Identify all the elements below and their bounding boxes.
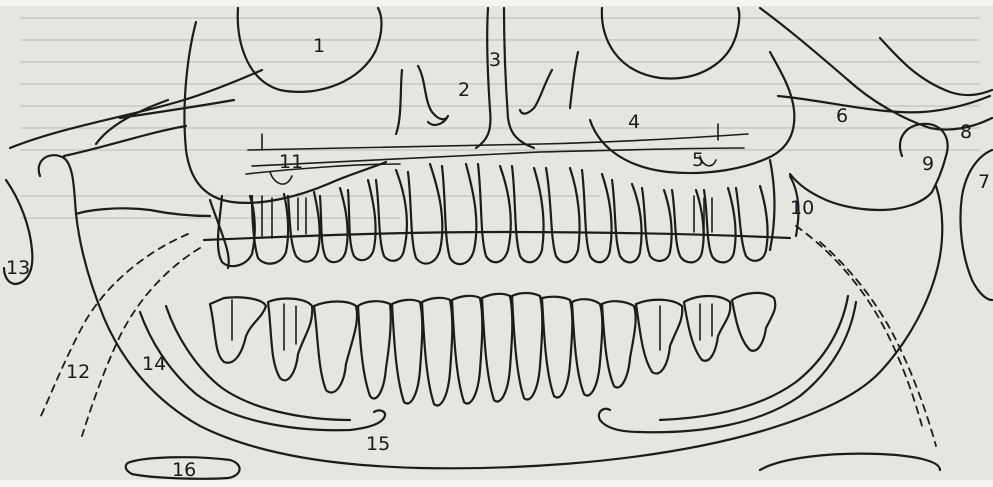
label-14: 14 <box>142 353 166 375</box>
label-3: 3 <box>489 49 501 71</box>
label-11: 11 <box>279 151 303 173</box>
label-1: 1 <box>313 35 325 57</box>
label-13: 13 <box>6 257 30 279</box>
label-15: 15 <box>366 433 390 455</box>
label-16: 16 <box>172 459 196 481</box>
label-4: 4 <box>628 111 640 133</box>
label-5: 5 <box>692 149 704 171</box>
label-6: 6 <box>836 105 848 127</box>
bottom-edge <box>0 480 993 487</box>
label-2: 2 <box>458 79 470 101</box>
label-9: 9 <box>922 153 934 175</box>
label-8: 8 <box>960 121 972 143</box>
label-10: 10 <box>790 197 814 219</box>
label-12: 12 <box>66 361 90 383</box>
top-edge <box>0 0 993 6</box>
label-7: 7 <box>978 171 990 193</box>
